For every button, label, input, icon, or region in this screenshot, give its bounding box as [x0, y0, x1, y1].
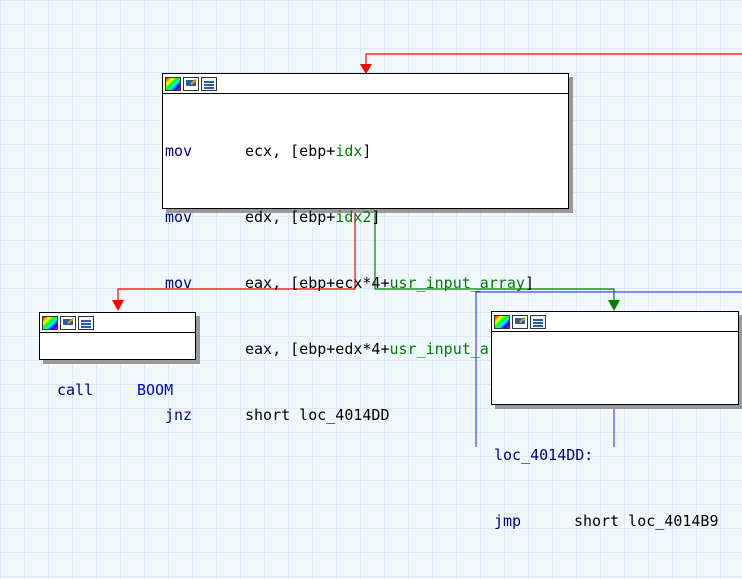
instruction-line[interactable]: jmp short loc_4014B9: [494, 510, 736, 532]
instruction-line[interactable]: call BOOM: [57, 379, 193, 401]
instruction-line[interactable]: mov ecx, [ebp+idx]: [165, 140, 566, 162]
edge-back-loop: [475, 291, 742, 447]
mnemonic: mov: [165, 274, 193, 292]
rename-icon[interactable]: [60, 315, 76, 330]
mnemonic: call: [57, 381, 94, 399]
variable[interactable]: usr_input_array: [389, 274, 525, 292]
operand: edx, [ebp+: [245, 208, 336, 226]
graph-edges: [112, 53, 742, 447]
jump-target[interactable]: short loc_4014B9: [574, 512, 719, 530]
block-body: mov ecx, [ebp+idx] mov edx, [ebp+idx2] mov…: [163, 94, 568, 473]
operand: eax, [ebp+edx*4+: [245, 340, 390, 358]
graph-icon[interactable]: [530, 314, 546, 329]
mnemonic: mov: [165, 208, 193, 226]
variable[interactable]: idx: [335, 142, 363, 160]
rename-icon[interactable]: [512, 314, 528, 329]
block-header: [492, 312, 738, 332]
instruction-line[interactable]: mov edx, [ebp+idx2]: [165, 206, 566, 228]
instruction-line[interactable]: jnz short loc_4014DD: [165, 404, 566, 426]
graph-icon[interactable]: [201, 76, 217, 91]
color-icon[interactable]: [494, 314, 510, 329]
edge-incoming-main: [365, 53, 742, 66]
mnemonic: mov: [165, 142, 193, 160]
operand: ecx, [ebp+: [245, 142, 336, 160]
instruction-line[interactable]: loc_4014DD:: [494, 444, 736, 466]
arrow-incoming-main: [360, 64, 372, 74]
block-header: [40, 313, 195, 333]
blank-line: [494, 378, 736, 400]
edge-false-boom: [117, 210, 356, 303]
jump-target[interactable]: short loc_4014DD: [245, 406, 390, 424]
mnemonic: jmp: [494, 512, 522, 530]
operand-end: ]: [362, 142, 372, 160]
operand-end: ]: [371, 208, 381, 226]
block-header: [163, 74, 568, 94]
arrow-false-boom: [112, 300, 124, 311]
rename-icon[interactable]: [183, 76, 199, 91]
instruction-line[interactable]: mov eax, [ebp+ecx*4+usr_input_array]: [165, 272, 566, 294]
color-icon[interactable]: [165, 76, 181, 91]
arrow-true-loc: [608, 300, 620, 311]
edge-true-loc: [374, 210, 615, 302]
block-body: call BOOM: [40, 333, 195, 448]
graph-icon[interactable]: [78, 315, 94, 330]
code-block-main[interactable]: mov ecx, [ebp+idx] mov edx, [ebp+idx2] mov…: [162, 73, 569, 424]
mnemonic: jnz: [165, 406, 193, 424]
block-body: loc_4014DD: jmp short loc_4014B9: [492, 332, 738, 579]
operand-end: ]: [524, 274, 534, 292]
code-block-boom[interactable]: call BOOM: [39, 312, 196, 399]
operand: eax, [ebp+ecx*4+: [245, 274, 390, 292]
call-target[interactable]: BOOM: [137, 381, 174, 399]
variable[interactable]: idx2: [335, 208, 372, 226]
code-block-loc-4014dd[interactable]: loc_4014DD: jmp short loc_4014B9: [491, 311, 739, 530]
code-label[interactable]: loc_4014DD:: [494, 446, 594, 464]
color-icon[interactable]: [42, 315, 58, 330]
